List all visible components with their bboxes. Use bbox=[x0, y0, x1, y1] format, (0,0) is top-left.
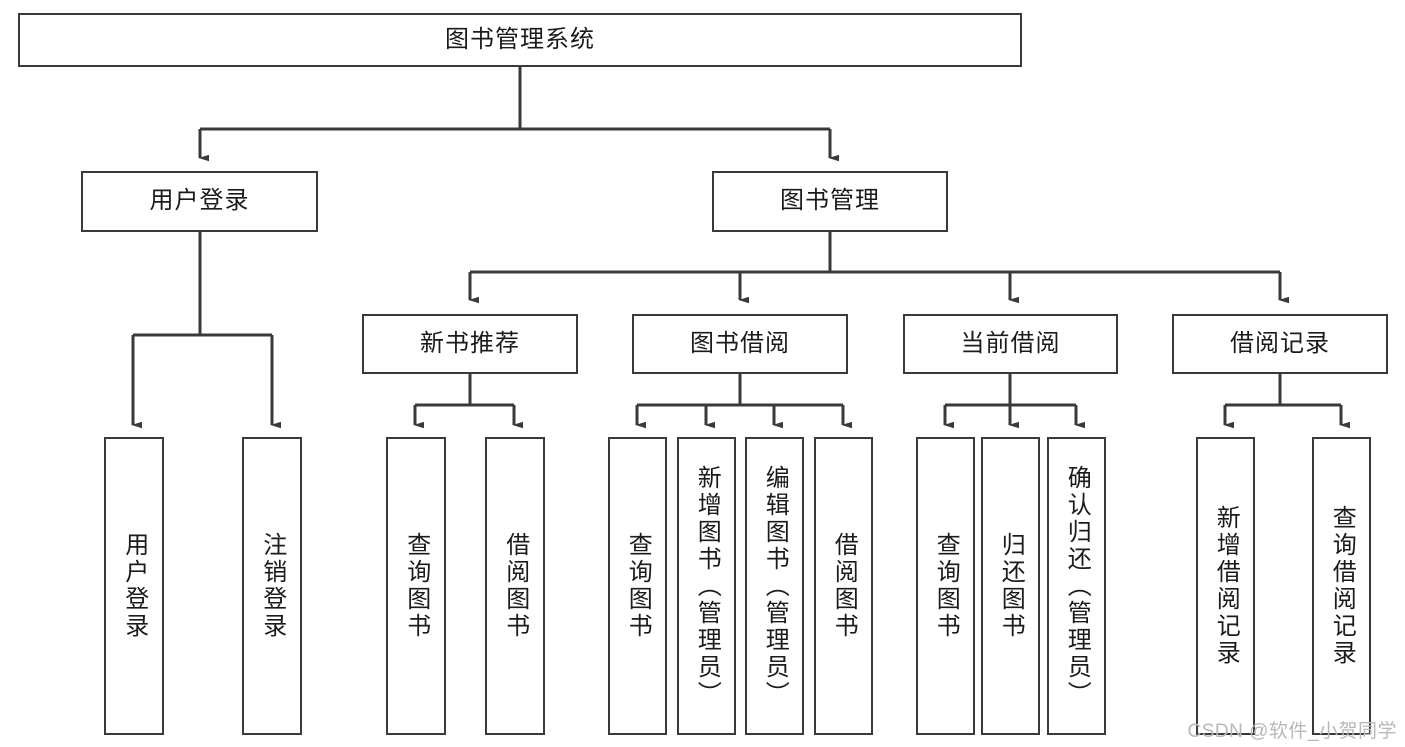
node-label: 新增图书（管理员） bbox=[693, 464, 721, 708]
csdn-watermark: CSDN @软件_小贺同学 bbox=[1187, 721, 1397, 742]
node-label: 查询图书 bbox=[932, 532, 960, 640]
node-label: 当前借阅 bbox=[960, 329, 1061, 357]
node-user-login[interactable]: 用户登录 bbox=[81, 171, 318, 232]
node-label: 图书管理 bbox=[780, 187, 880, 215]
leaf-record-add-borrow-record[interactable]: 新增借阅记录 bbox=[1196, 437, 1255, 735]
node-label: 查询图书 bbox=[402, 532, 430, 640]
leaf-user-login-signout[interactable]: 注销登录 bbox=[242, 437, 302, 735]
leaf-borrow-query-book[interactable]: 查询图书 bbox=[608, 437, 667, 735]
leaf-borrow-borrow-book[interactable]: 借阅图书 bbox=[814, 437, 873, 735]
leaf-borrow-edit-book-admin[interactable]: 编辑图书（管理员） bbox=[745, 437, 804, 735]
node-label: 确认归还（管理员） bbox=[1063, 464, 1091, 708]
leaf-recommend-query-book[interactable]: 查询图书 bbox=[386, 437, 446, 735]
node-root-book-management-system[interactable]: 图书管理系统 bbox=[18, 13, 1022, 67]
node-label: 借阅图书 bbox=[501, 532, 529, 640]
node-label: 用户登录 bbox=[149, 187, 250, 215]
leaf-current-return-book[interactable]: 归还图书 bbox=[981, 437, 1040, 735]
node-label: 编辑图书（管理员） bbox=[761, 464, 789, 708]
node-label: 借阅记录 bbox=[1230, 329, 1330, 357]
leaf-current-query-book[interactable]: 查询图书 bbox=[916, 437, 975, 735]
node-borrow-record[interactable]: 借阅记录 bbox=[1172, 314, 1388, 374]
node-label: 用户登录 bbox=[120, 532, 148, 640]
node-label: 注销登录 bbox=[258, 532, 286, 640]
node-label: 查询借阅记录 bbox=[1328, 505, 1356, 667]
node-current-borrow[interactable]: 当前借阅 bbox=[903, 314, 1118, 374]
node-label: 查询图书 bbox=[624, 532, 652, 640]
leaf-borrow-add-book-admin[interactable]: 新增图书（管理员） bbox=[677, 437, 736, 735]
node-label: 归还图书 bbox=[997, 532, 1025, 640]
leaf-current-confirm-return-admin[interactable]: 确认归还（管理员） bbox=[1047, 437, 1106, 735]
node-label: 图书管理系统 bbox=[445, 25, 595, 53]
node-new-book-recommend[interactable]: 新书推荐 bbox=[362, 314, 578, 374]
node-label: 借阅图书 bbox=[830, 532, 858, 640]
node-label: 图书借阅 bbox=[690, 329, 790, 357]
leaf-user-login-signin[interactable]: 用户登录 bbox=[104, 437, 164, 735]
node-label: 新书推荐 bbox=[420, 329, 520, 357]
node-label: 新增借阅记录 bbox=[1212, 505, 1240, 667]
leaf-recommend-borrow-book[interactable]: 借阅图书 bbox=[485, 437, 545, 735]
leaf-record-query-borrow-record[interactable]: 查询借阅记录 bbox=[1312, 437, 1371, 735]
node-book-management[interactable]: 图书管理 bbox=[712, 171, 948, 232]
node-book-borrow[interactable]: 图书借阅 bbox=[632, 314, 848, 374]
